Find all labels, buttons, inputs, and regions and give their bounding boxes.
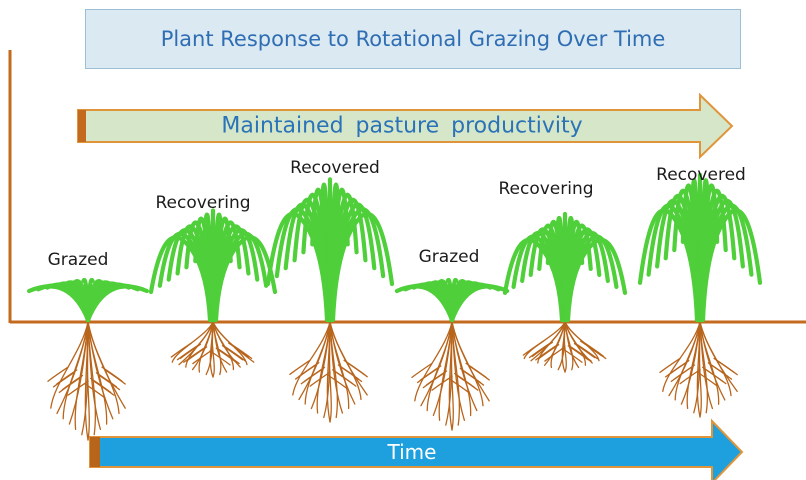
productivity-arrow-label: Maintained pasture productivity: [221, 113, 583, 139]
plant-1-grazed: [27, 277, 149, 441]
stage-label-4-grazed: Grazed: [418, 247, 480, 267]
plant-4-grazed: [394, 277, 510, 431]
plant-2-recovering: [148, 208, 278, 378]
plant-5-roots: [522, 321, 607, 373]
plants-group: [27, 172, 763, 441]
time-arrow-label: Time: [387, 440, 437, 464]
stage-label-3-recovered: Recovered: [290, 158, 380, 178]
plant-6-foliage: [637, 172, 763, 323]
plant-4-foliage: [394, 277, 510, 323]
plant-5-recovering: [502, 212, 628, 373]
plant-6-roots: [659, 321, 738, 418]
plant-3-recovered: [265, 177, 395, 423]
plant-3-roots: [289, 321, 368, 423]
plant-4-roots: [411, 321, 490, 431]
stage-label-5-recovering: Recovering: [498, 179, 594, 199]
stage-label-6-recovered: Recovered: [656, 165, 746, 185]
title-box: Plant Response to Rotational Grazing Ove…: [85, 9, 741, 69]
plant-1-roots: [47, 321, 126, 441]
plant-6-recovered: [637, 172, 763, 418]
stage-label-1-grazed: Grazed: [47, 250, 109, 270]
productivity-arrow-tail: [78, 110, 86, 142]
time-arrow: [89, 418, 744, 480]
plant-1-foliage: [27, 277, 149, 323]
diagram-title: Plant Response to Rotational Grazing Ove…: [160, 27, 666, 51]
productivity-arrow-body: [77, 92, 734, 160]
productivity-arrow: [77, 92, 734, 160]
plant-3-foliage: [265, 177, 395, 323]
stage-label-2-recovering: Recovering: [155, 193, 251, 213]
time-arrow-tail: [90, 437, 100, 467]
plant-2-foliage: [148, 208, 278, 323]
plant-5-foliage: [502, 212, 628, 323]
plant-2-roots: [170, 321, 255, 378]
time-arrow-body: [89, 418, 744, 480]
